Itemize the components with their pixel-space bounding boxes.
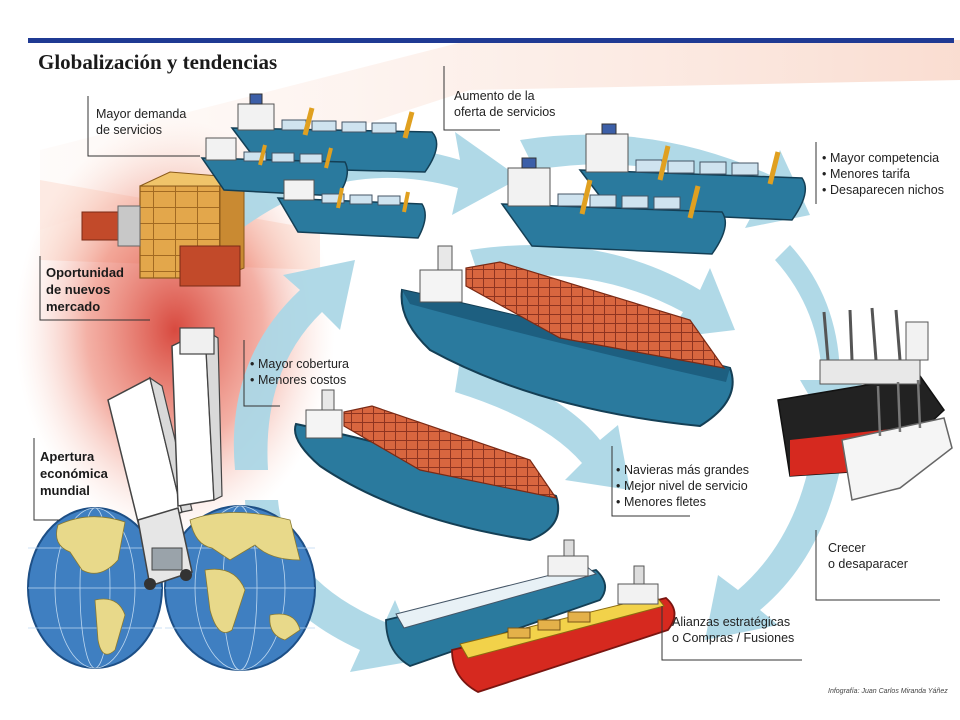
label-line: Crecer (828, 541, 866, 555)
bullet-item: Menores costos (250, 372, 349, 388)
label-line: económica (40, 466, 108, 481)
bullet-item: Navieras más grandes (616, 462, 749, 478)
cargo-ship-icon (385, 539, 606, 667)
container-stack-icon (81, 171, 245, 287)
label-line: o desaparacer (828, 557, 908, 571)
label-alianzas: Alianzas estratégicas o Compras / Fusion… (672, 614, 794, 646)
title-bar (28, 38, 954, 43)
world-map-icon (27, 505, 316, 671)
label-apertura: Apertura económica mundial (40, 448, 108, 499)
cargo-ship-icon (841, 379, 953, 501)
cargo-ship-icon (500, 157, 727, 255)
container-ship-icon (294, 389, 560, 542)
cargo-ship-icon (451, 565, 676, 693)
label-mayor-demanda: Mayor demanda de servicios (96, 106, 186, 138)
label-line: Mayor demanda (96, 107, 187, 121)
infographic-credit: Infografía: Juan Carlos Miranda Yáñez (828, 688, 948, 695)
page-title: Globalización y tendencias (38, 50, 278, 74)
label-line: Alianzas estratégicas (672, 615, 791, 629)
label-line: Aumento de la (454, 89, 535, 103)
bullet-item: Mayor cobertura (250, 356, 349, 372)
label-line: de nuevos (46, 282, 111, 297)
cargo-ship-icon (276, 179, 426, 239)
bullet-item: Desaparecen nichos (822, 182, 944, 198)
label-line: mundial (40, 483, 90, 498)
container-ship-icon (400, 245, 734, 428)
truck-icon (171, 327, 223, 507)
label-line: de servicios (96, 123, 162, 137)
bullet-item: Menores fletes (616, 494, 749, 510)
label-line: oferta de servicios (454, 105, 556, 119)
label-aumento-oferta: Aumento de la oferta de servicios (454, 88, 555, 120)
bullets-competencia: Mayor competencia Menores tarifa Desapar… (822, 150, 944, 198)
bullet-item: Mejor nivel de servicio (616, 478, 749, 494)
bullet-item: Menores tarifa (822, 166, 944, 182)
label-line: o Compras / Fusiones (672, 631, 795, 645)
label-line: mercado (46, 299, 101, 314)
label-crecer: Crecer o desaparacer (828, 540, 908, 572)
bullets-navieras: Navieras más grandes Mejor nivel de serv… (616, 462, 749, 510)
label-line: Oportunidad (46, 265, 124, 280)
label-oportunidad: Oportunidad de nuevos mercado (46, 264, 124, 315)
bullets-cobertura: Mayor cobertura Menores costos (250, 356, 349, 388)
label-line: Apertura (40, 449, 95, 464)
bullet-item: Mayor competencia (822, 150, 944, 166)
